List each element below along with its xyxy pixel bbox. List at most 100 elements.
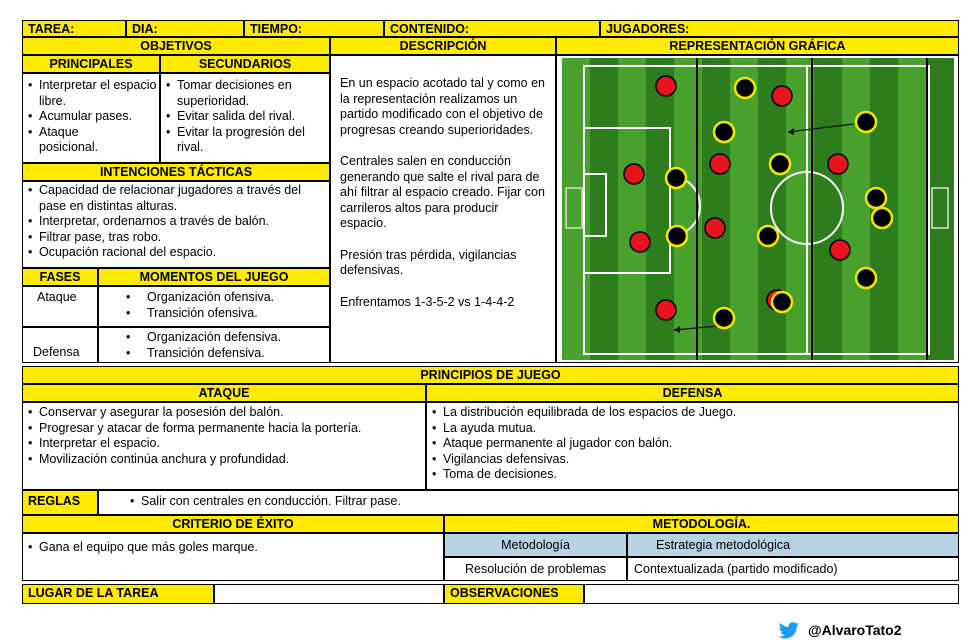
observaciones-value[interactable] xyxy=(584,584,959,604)
black-team-player xyxy=(864,186,888,210)
left-goal-area xyxy=(583,173,607,237)
jugadores-label: JUGADORES: xyxy=(600,20,959,37)
principales-header: PRINCIPALES xyxy=(22,55,160,73)
metodologia-col2-value: Contextualizada (partido modificado) xyxy=(627,557,959,581)
momento-item: Organización defensiva. xyxy=(121,330,329,346)
criterio-cell: Gana el equipo que más goles marque. xyxy=(22,533,444,581)
pitch-stripe xyxy=(814,58,842,360)
principal-item: Ataque posicional. xyxy=(23,125,129,156)
intencion-item: Capacidad de relacionar jugadores a trav… xyxy=(23,183,329,214)
pitch-stripe xyxy=(898,58,926,360)
arrow-head xyxy=(674,326,680,333)
twitter-icon xyxy=(778,622,799,639)
principales-cell: Interpretar el espacio libre. Acumular p… xyxy=(22,73,160,163)
descripcion-cell: En un espacio acotado tal y como en la r… xyxy=(330,55,556,363)
pitch-stripe xyxy=(730,58,758,360)
metodologia-col2-header: Estrategia metodológica xyxy=(627,533,959,557)
black-team-player xyxy=(665,224,689,248)
red-team-player xyxy=(827,153,849,175)
arrow-head xyxy=(788,128,794,135)
tiempo-label: TIEMPO: xyxy=(244,20,384,37)
black-team-player xyxy=(854,266,878,290)
pitch-diagram xyxy=(562,58,954,360)
black-team-player xyxy=(733,76,757,100)
black-team-player xyxy=(712,120,736,144)
descripcion-p3: Presión tras pérdida, vigilancias defens… xyxy=(340,247,517,278)
regla-item: Salir con centrales en conducción. Filtr… xyxy=(125,494,958,510)
black-team-player xyxy=(756,224,780,248)
principal-item: Interpretar el espacio libre. xyxy=(23,78,159,109)
metodologia-col1-value: Resolución de problemas xyxy=(444,557,627,581)
black-team-player xyxy=(712,306,736,330)
principio-item: Progresar y atacar de forma permanente h… xyxy=(23,421,425,437)
principios-ataque-header: ATAQUE xyxy=(22,384,426,402)
principal-item: Acumular pases. xyxy=(23,109,159,125)
pitch-stripe xyxy=(926,58,954,360)
black-team-player xyxy=(664,166,688,190)
representacion-header: REPRESENTACIÓN GRÁFICA xyxy=(556,37,959,55)
lugar-value[interactable] xyxy=(214,584,444,604)
red-team-player xyxy=(655,299,677,321)
momento-item: Transición ofensiva. xyxy=(121,306,329,322)
secundarios-header: SECUNDARIOS xyxy=(160,55,330,73)
principios-defensa-cell: La distribución equilibrada de los espac… xyxy=(426,402,959,490)
movement-arrow xyxy=(787,123,855,133)
intencion-item: Filtrar pase, tras robo. xyxy=(23,230,329,246)
contenido-label: CONTENIDO: xyxy=(384,20,600,37)
metodologia-col1-header: Metodología xyxy=(444,533,627,557)
criterio-header: CRITERIO DE ÉXITO xyxy=(22,515,444,533)
objetivos-header: OBJETIVOS xyxy=(22,37,330,55)
principio-item: Vigilancias defensivas. xyxy=(427,452,958,468)
principios-header: PRINCIPIOS DE JUEGO xyxy=(22,366,959,384)
pitch-stripe xyxy=(590,58,618,360)
fases-header: FASES xyxy=(22,268,98,286)
secundario-item: Evitar la progresión del rival. xyxy=(161,125,329,156)
red-team-player xyxy=(655,75,677,97)
principio-item: Interpretar el espacio. xyxy=(23,436,425,452)
black-team-player xyxy=(870,206,894,230)
fase-ataque-label: Ataque xyxy=(22,286,98,327)
pitch-stripe xyxy=(618,58,646,360)
intencion-item: Interpretar, ordenarnos a través de baló… xyxy=(23,214,329,230)
red-team-player xyxy=(771,85,793,107)
players-layer xyxy=(623,75,894,330)
black-team-player xyxy=(770,290,794,314)
pitch-stripe xyxy=(786,58,814,360)
principio-item: Ataque permanente al jugador con balón. xyxy=(427,436,958,452)
reglas-cell: Salir con centrales en conducción. Filtr… xyxy=(98,490,959,515)
dia-label: DIA: xyxy=(126,20,244,37)
principio-item: La ayuda mutua. xyxy=(427,421,958,437)
tarea-label: TAREA: xyxy=(22,20,126,37)
black-team-player xyxy=(768,152,792,176)
right-goal xyxy=(931,187,949,229)
red-team-player xyxy=(629,231,651,253)
reglas-header: REGLAS xyxy=(22,490,98,515)
twitter-credit[interactable]: @AlvaroTato2 xyxy=(778,620,958,640)
intenciones-cell: Capacidad de relacionar jugadores a trav… xyxy=(22,181,330,268)
movement-arrow xyxy=(673,325,719,331)
pitch-stripes xyxy=(562,58,954,360)
fase-defensa-label: Defensa xyxy=(22,327,98,363)
principio-item: Toma de decisiones. xyxy=(427,467,958,483)
principio-item: Movilización continúa anchura y profundi… xyxy=(23,452,425,468)
red-team-player xyxy=(829,239,851,261)
red-team-player xyxy=(709,153,731,175)
fase-defensa-items: Organización defensiva. Transición defen… xyxy=(98,327,330,363)
descripcion-p4: Enfrentamos 1-3-5-2 vs 1-4-4-2 xyxy=(340,294,515,309)
principios-defensa-header: DEFENSA xyxy=(426,384,959,402)
red-team-player xyxy=(704,217,726,239)
descripcion-p2: Centrales salen en conducción generando … xyxy=(340,154,545,230)
left-goal xyxy=(565,187,583,229)
momento-item: Transición defensiva. xyxy=(121,346,329,362)
descripcion-header: DESCRIPCIÓN xyxy=(330,37,556,55)
secundarios-cell: Tomar decisiones en superioridad. Evitar… xyxy=(160,73,330,163)
descripcion-p1: En un espacio acotado tal y como en la r… xyxy=(340,76,545,137)
momentos-header: MOMENTOS DEL JUEGO xyxy=(98,268,330,286)
observaciones-header: OBSERVACIONES xyxy=(444,584,584,604)
fase-ataque-items: Organización ofensiva. Transición ofensi… xyxy=(98,286,330,327)
secundario-item: Evitar salida del rival. xyxy=(161,109,329,125)
principio-item: La distribución equilibrada de los espac… xyxy=(427,405,958,421)
representacion-cell xyxy=(556,55,959,363)
red-team-player xyxy=(623,163,645,185)
criterio-item: Gana el equipo que más goles marque. xyxy=(23,540,443,556)
